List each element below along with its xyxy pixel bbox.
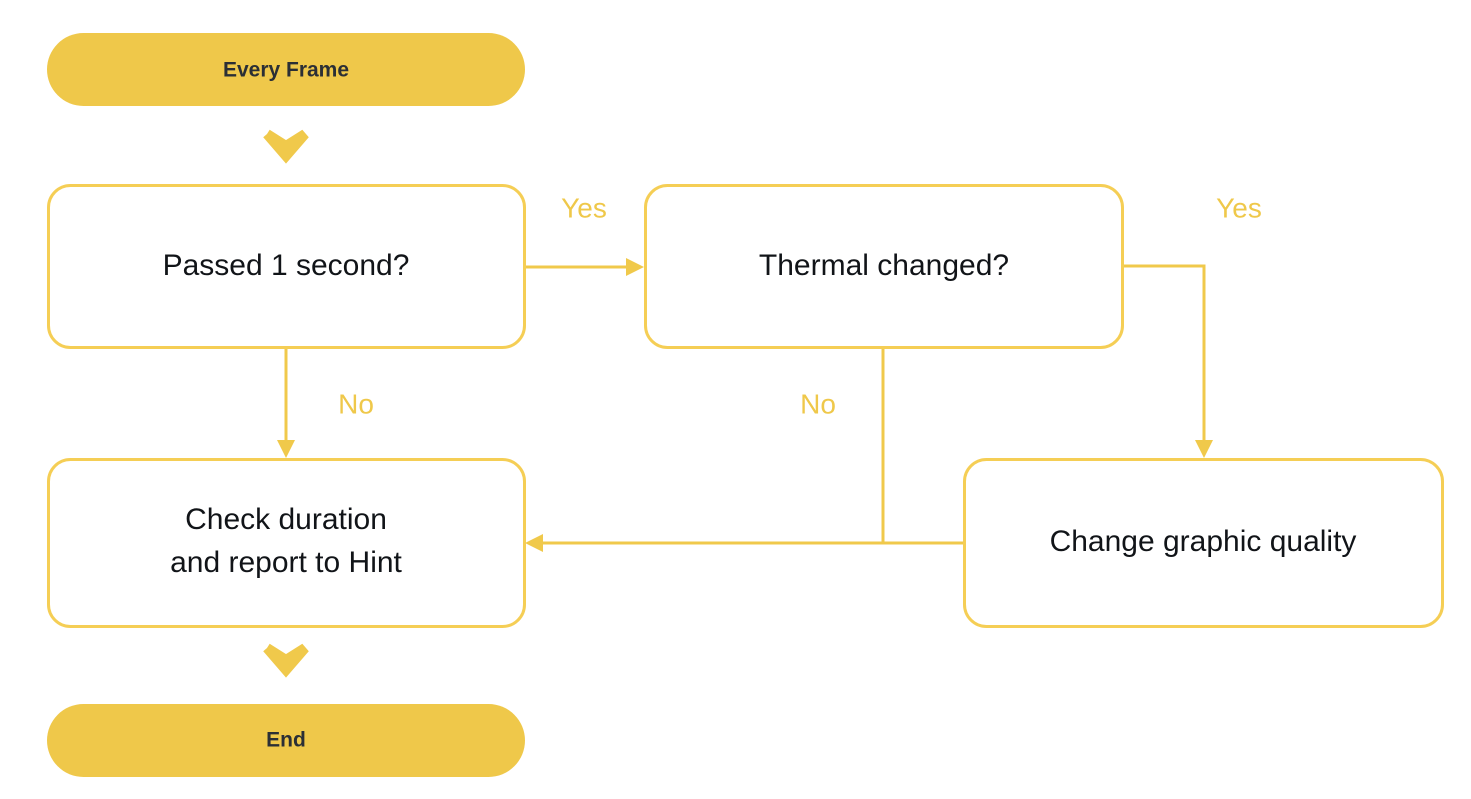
node-change-graphic-quality[interactable]: Change graphic quality (963, 458, 1444, 628)
edge-labels-layer: Yes No Yes No (338, 192, 1262, 419)
edge-label-passed-no: No (338, 388, 374, 419)
node-check-duration-label-line2: and report to Hint (170, 546, 402, 579)
node-check-duration-label-line1: Check duration (185, 503, 387, 536)
node-passed-1-second[interactable]: Passed 1 second? (47, 184, 526, 349)
edge-passed-no-arrowhead-icon (277, 440, 295, 458)
connectors-layer: Thermal changed --> Check duration --> C… (263, 129, 1213, 678)
node-end-shape (47, 704, 525, 777)
node-every-frame[interactable]: Every Frame (47, 33, 525, 106)
edge-label-passed-yes: Yes (561, 192, 607, 223)
edge-thermal-yes-arrowhead-icon (1195, 440, 1213, 458)
node-passed-1-second-label: Passed 1 second? (163, 249, 410, 282)
node-passed-1-second-shape (47, 184, 526, 349)
edge-thermal-yes-line (1124, 264, 1206, 443)
node-change-graphic-quality-label: Change graphic quality (1050, 525, 1357, 558)
node-every-frame-label: Every Frame (223, 59, 349, 82)
node-end-label: End (266, 729, 306, 752)
edge-label-thermal-yes: Yes (1216, 192, 1262, 223)
edge-check-to-end-chevron-icon (263, 643, 309, 678)
node-thermal-changed-label: Thermal changed? (759, 249, 1009, 282)
node-every-frame-shape (47, 33, 525, 106)
node-end[interactable]: End (47, 704, 525, 777)
edge-label-thermal-no: No (800, 388, 836, 419)
edge-start-to-passed-chevron-icon (263, 129, 309, 164)
nodes-layer: Every Frame Passed 1 second? Thermal cha… (47, 33, 1444, 777)
node-check-duration-shape (47, 458, 526, 628)
edge-quality-to-check-arrowhead-icon (525, 534, 543, 552)
node-change-graphic-quality-shape (963, 458, 1444, 628)
node-thermal-changed[interactable]: Thermal changed? (644, 184, 1124, 349)
edge-passed-yes-arrowhead-icon (626, 258, 644, 276)
node-check-duration[interactable]: Check duration and report to Hint (47, 458, 526, 628)
node-thermal-changed-shape (644, 184, 1124, 349)
